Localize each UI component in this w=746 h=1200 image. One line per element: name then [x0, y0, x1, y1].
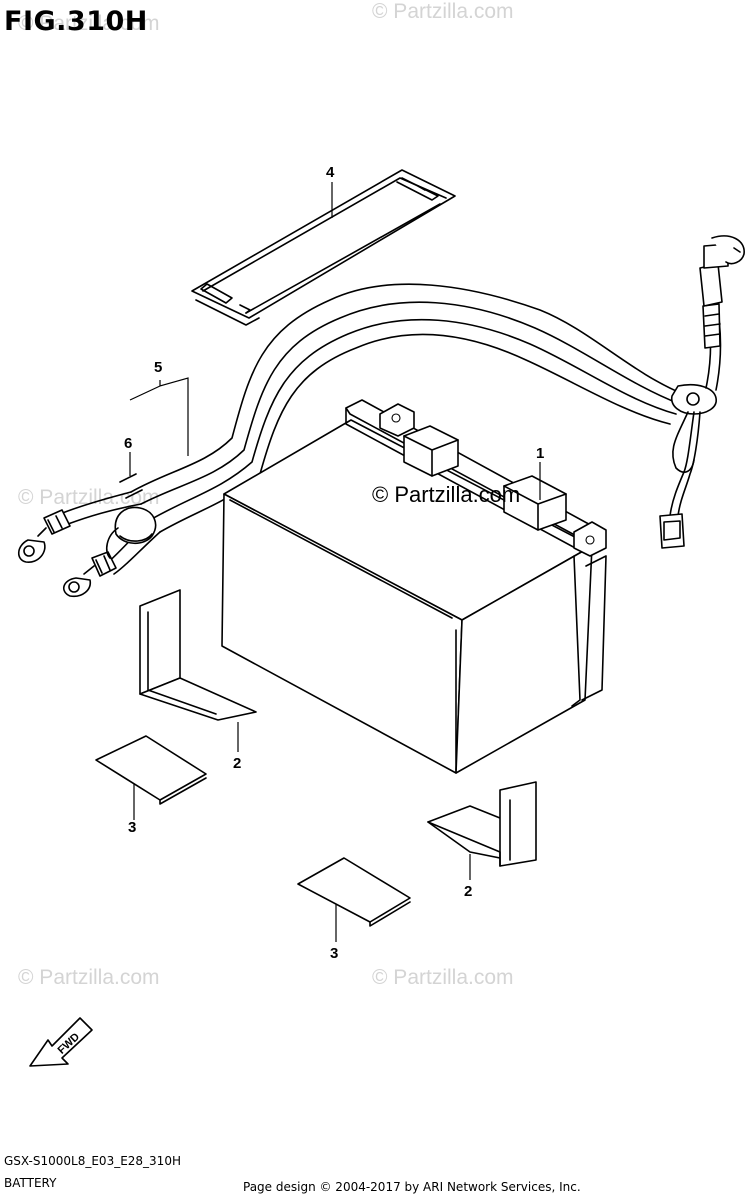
callout-cushion-left: 3 [128, 819, 136, 836]
watermark: © Partzilla.com [372, 0, 514, 23]
footer-copyright: Page design © 2004-2017 by ARI Network S… [243, 1180, 581, 1194]
battery-band [191, 169, 456, 326]
callout-cap: 6 [124, 435, 132, 452]
callout-lead-wire: 5 [154, 359, 162, 376]
callout-plate-left: 2 [233, 755, 241, 772]
callout-battery: 1 [536, 445, 544, 462]
watermark: © Partzilla.com [18, 12, 160, 35]
section-name: BATTERY [4, 1176, 57, 1190]
callout-band: 4 [326, 164, 335, 181]
battery-plate-left [139, 589, 257, 721]
figure-title: FIG.310H [4, 6, 148, 37]
battery-cushion-left [95, 735, 207, 805]
battery-cushion-right [297, 857, 411, 927]
fwd-arrow-icon: FWD [29, 1017, 93, 1067]
battery [221, 399, 607, 774]
diagram-code: GSX-S1000L8_E03_E28_310H [4, 1154, 181, 1168]
callout-plate-right: 2 [464, 883, 472, 900]
watermark: © Partzilla.com [18, 486, 160, 509]
terminal-cap [105, 506, 157, 559]
callout-cushion-right: 3 [330, 945, 338, 962]
battery-plate-right [427, 781, 537, 867]
callouts: 4 5 6 1 2 3 2 3 [124, 164, 544, 962]
watermark: © Partzilla.com [372, 482, 521, 507]
watermark: © Partzilla.com [18, 966, 160, 989]
battery-lead-wire [17, 235, 745, 598]
watermark: © Partzilla.com [372, 966, 514, 989]
